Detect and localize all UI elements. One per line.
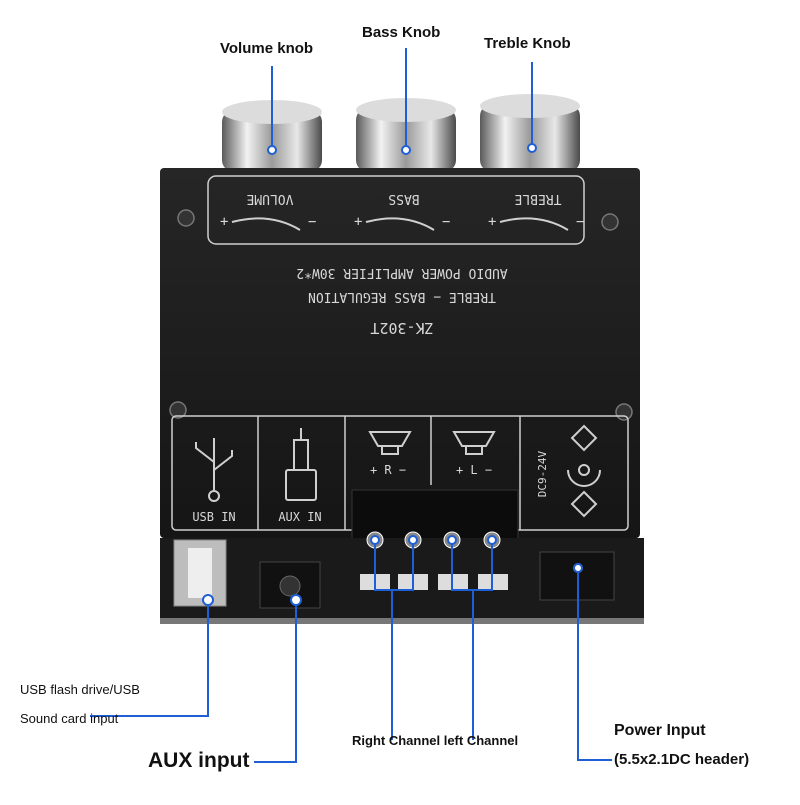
speaker-right-icon	[368, 431, 412, 455]
silk-plus: +	[220, 214, 228, 230]
callout-dots	[202, 143, 583, 606]
silk-right: + R −	[370, 463, 406, 477]
silk-plus: +	[488, 214, 496, 230]
power-header-label: (5.5x2.1DC header)	[614, 751, 750, 768]
silk-aux-in: AUX IN	[278, 510, 321, 524]
silk-dc: DC9-24V	[536, 450, 549, 497]
volume-knob-label: Volume knob	[220, 40, 314, 57]
silk-line1: AUDIO POWER AMPLIFIER 30W*2	[296, 265, 507, 280]
silk-usb-in: USB IN	[192, 510, 235, 524]
jack-icon	[285, 428, 317, 501]
callout-lines	[90, 48, 612, 763]
usb-input-label-line2: Sound card input	[20, 711, 119, 726]
channels-label: Right Channel left Channel	[352, 733, 519, 748]
silk-left: + L −	[456, 463, 492, 477]
power-input-label: Power Input	[614, 722, 706, 739]
dc-polarity-icon	[567, 424, 601, 518]
bass-knob-label: Bass Knob	[362, 24, 441, 41]
usb-icon	[195, 438, 233, 502]
silk-minus: −	[576, 214, 584, 230]
silk-volume: VOLUME	[247, 191, 294, 206]
usb-input-label-line1: USB flash drive/USB	[20, 682, 140, 697]
silk-minus: −	[442, 214, 450, 230]
silkscreen-text: VOLUME BASS TREBLE + − + − + − AUDIO POW…	[192, 191, 584, 524]
aux-input-label: AUX input	[148, 749, 250, 772]
silk-treble: TREBLE	[515, 191, 562, 206]
silk-plus: +	[354, 214, 362, 230]
speaker-left-icon	[452, 431, 496, 455]
bottom-board	[160, 531, 644, 624]
treble-knob	[480, 94, 580, 172]
silk-model: ZK-302T	[370, 319, 433, 337]
treble-knob-label: Treble Knob	[484, 35, 571, 52]
silk-minus: −	[308, 214, 316, 230]
silk-line2: TREBLE − BASS REGULATION	[308, 289, 496, 304]
silk-bass: BASS	[388, 191, 419, 206]
